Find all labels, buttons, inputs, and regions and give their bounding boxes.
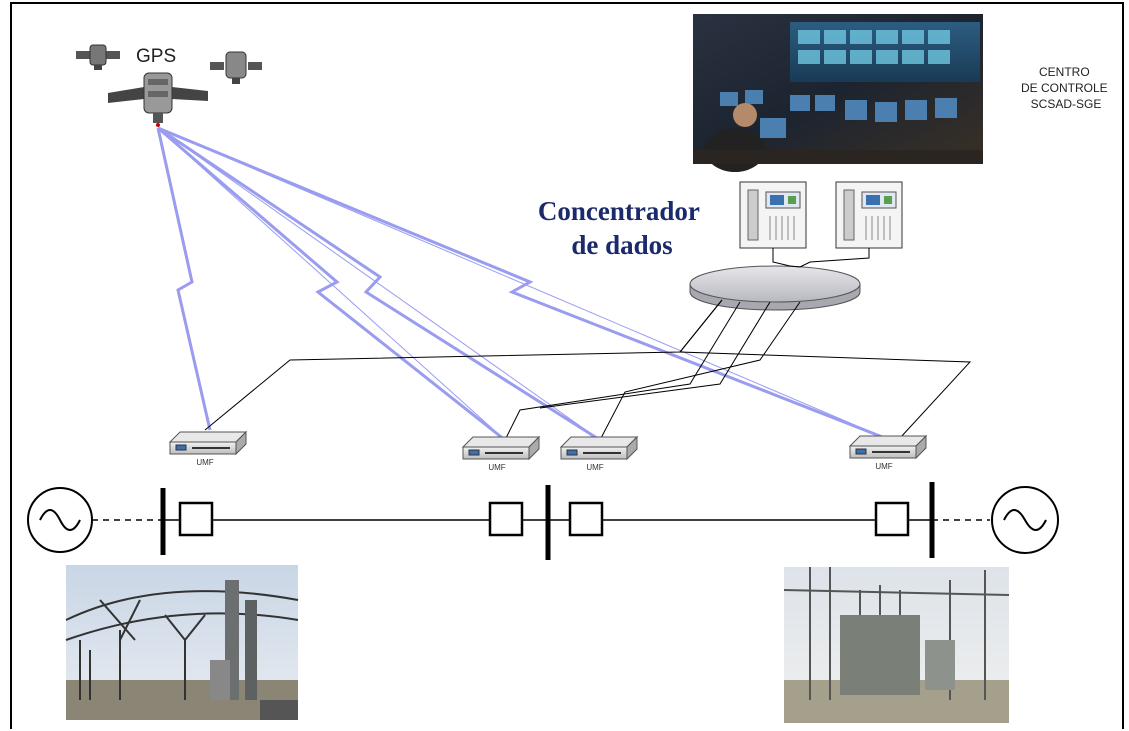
- breaker-icon: [874, 501, 910, 537]
- pmu-device: [168, 430, 248, 456]
- pmu-device: [848, 434, 928, 460]
- gps-label: GPS: [136, 46, 176, 67]
- pmu-device: [461, 435, 541, 461]
- data-network-cables: [204, 299, 972, 441]
- server-icon: [739, 181, 807, 249]
- single-line-diagram: [27, 482, 1059, 560]
- radio-link: [157, 127, 891, 441]
- pmu-label: UMF: [586, 463, 603, 472]
- satellite-icon: [76, 44, 120, 70]
- radio-link: [157, 126, 601, 442]
- breaker-icon: [568, 501, 604, 537]
- pmu-label: UMF: [488, 463, 505, 472]
- network-hub-icon: [689, 265, 861, 311]
- breaker-icon: [488, 501, 524, 537]
- breaker-icon: [178, 501, 214, 537]
- control-center-label: CENTRO DE CONTROLE SCSAD-SGE: [1021, 65, 1111, 111]
- control-center-photo: [693, 14, 983, 172]
- generator-right-icon: [991, 486, 1059, 554]
- radio-link: [157, 126, 506, 442]
- pmu-label: UMF: [196, 458, 213, 467]
- server-icon: [835, 181, 903, 249]
- substation-photo-left: [65, 565, 299, 720]
- pmu-label: UMF: [875, 462, 892, 471]
- pmu-device: [559, 435, 639, 461]
- server-cables: [772, 248, 870, 268]
- substation-photo-right: [783, 567, 1010, 723]
- radio-link: [157, 127, 601, 441]
- satellite-icon: [108, 72, 208, 127]
- radio-link: [157, 127, 506, 441]
- satellite-icon: [210, 51, 262, 84]
- concentrator-label: Concentrador de dados: [538, 196, 706, 260]
- radio-link: [156, 127, 212, 431]
- diagram-frame: [10, 2, 1124, 729]
